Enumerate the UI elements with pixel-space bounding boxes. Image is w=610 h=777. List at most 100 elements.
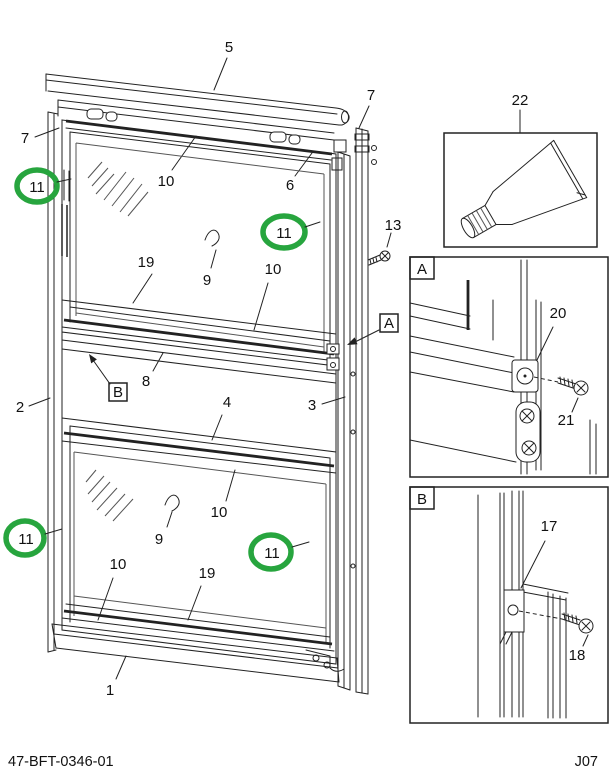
lower-sash [61, 417, 337, 665]
mid-right-clips [326, 343, 340, 371]
leader-13 [386, 232, 392, 248]
callout-10-top: 10 [158, 173, 175, 190]
detail-a-label: A [417, 261, 427, 278]
callout-10-lower-left: 10 [110, 556, 127, 573]
callout-9-upper: 9 [203, 272, 211, 289]
callout-7-left-group: 7 [21, 127, 60, 147]
left-frame [47, 111, 70, 653]
bottom-sill [51, 623, 340, 683]
view-marker-a-arrow [354, 329, 380, 343]
leader-2 [28, 397, 51, 407]
callout-4-group: 4 [211, 394, 231, 441]
leader-21 [571, 397, 579, 413]
callout-19-lower: 19 [199, 565, 216, 582]
callout-10-mid-group: 10 [253, 261, 282, 331]
callout-7-left: 7 [21, 130, 29, 147]
arrowhead [89, 354, 97, 364]
leader-18 [582, 634, 589, 647]
callout-1: 1 [106, 682, 114, 699]
callout-1-group: 1 [106, 655, 127, 699]
callout-6: 6 [286, 177, 294, 194]
callout-10-lower-right-group: 10 [211, 469, 236, 521]
callout-3: 3 [308, 397, 316, 414]
highlight-circle-11-top-left: 11 [14, 167, 72, 205]
sealant-tube [460, 139, 588, 239]
callout-22: 22 [512, 92, 529, 109]
callout-6-group: 6 [286, 152, 313, 194]
callout-11: 11 [29, 179, 45, 196]
right-channel-3 [337, 151, 351, 691]
callout-5: 5 [225, 39, 233, 56]
break-symbol-lower [164, 494, 180, 512]
callout-21: 21 [558, 412, 575, 429]
callout-18: 18 [569, 647, 586, 664]
callout-13: 13 [385, 217, 402, 234]
leader-10-lower-left [97, 577, 114, 621]
highlight-circle-11-top-right: 11 [260, 213, 321, 251]
callout-10-top-group: 10 [158, 135, 197, 190]
callout-10-lower-right: 10 [211, 504, 228, 521]
roller [86, 108, 104, 120]
leader-17 [520, 540, 546, 589]
screw-13 [367, 250, 391, 266]
callout-19-upper: 19 [138, 254, 155, 271]
bracket-17 [499, 589, 525, 645]
view-marker-a-label: A [384, 315, 394, 332]
callout-9-lower: 9 [155, 531, 163, 548]
leader-10-mid [253, 282, 269, 331]
callout-10-mid: 10 [265, 261, 282, 278]
detail-box-b: B 17 [409, 486, 609, 724]
detail-box-22: 22 [443, 92, 598, 248]
callout-2-group: 2 [16, 397, 51, 416]
leader-11 [56, 178, 72, 183]
callout-20-group: 20 [536, 305, 567, 361]
callout-19-lower-group: 19 [187, 565, 216, 621]
leader-11 [304, 221, 321, 228]
upper-sash [61, 119, 343, 367]
leader-10-top [171, 135, 197, 171]
leader-8 [152, 352, 164, 372]
leader-9-lower [166, 511, 173, 528]
page-code: J07 [575, 754, 598, 770]
screw-18 [518, 610, 594, 634]
callout-21-group: 21 [558, 397, 579, 429]
leader-1 [115, 655, 127, 680]
callout-20: 20 [550, 305, 567, 322]
transom-bar [61, 331, 337, 453]
screw-dot [371, 159, 377, 165]
roller [269, 131, 287, 143]
top-rail [45, 73, 350, 126]
leader-19-lower [187, 585, 202, 621]
callout-18-group: 18 [569, 634, 589, 664]
glass-hatch-upper [87, 161, 149, 217]
guide-channel-7 [350, 127, 377, 695]
roller [288, 134, 301, 145]
leader-4 [211, 414, 223, 441]
view-marker-a: A [347, 313, 399, 345]
callout-7-right-group: 7 [358, 87, 375, 129]
callout-4: 4 [223, 394, 231, 411]
callout-17-group: 17 [520, 518, 557, 589]
leader-11 [291, 541, 310, 548]
lower-plate-screws [515, 401, 541, 463]
glass-hatch-lower [85, 469, 134, 522]
callout-11: 11 [276, 225, 292, 242]
leader-3 [321, 396, 346, 405]
highlight-circle-11-bottom-left: 11 [3, 518, 63, 558]
break-symbol-upper [204, 229, 220, 247]
leader-10-lower-right [225, 469, 236, 502]
sill-latch [305, 649, 345, 672]
leader-20 [536, 326, 554, 361]
leader-7-left [34, 127, 60, 138]
callout-3-group: 3 [308, 396, 346, 414]
callout-8-group: 8 [142, 352, 164, 390]
highlight-circle-11-bottom-right: 11 [248, 532, 310, 572]
leader-6 [294, 152, 313, 177]
callout-19-upper-group: 19 [132, 254, 155, 304]
callout-10-lower-left-group: 10 [97, 556, 127, 621]
detail-b-label: B [417, 491, 427, 508]
leader-19-upper [132, 273, 153, 304]
callout-8: 8 [142, 373, 150, 390]
callout-5-group: 5 [213, 39, 233, 91]
